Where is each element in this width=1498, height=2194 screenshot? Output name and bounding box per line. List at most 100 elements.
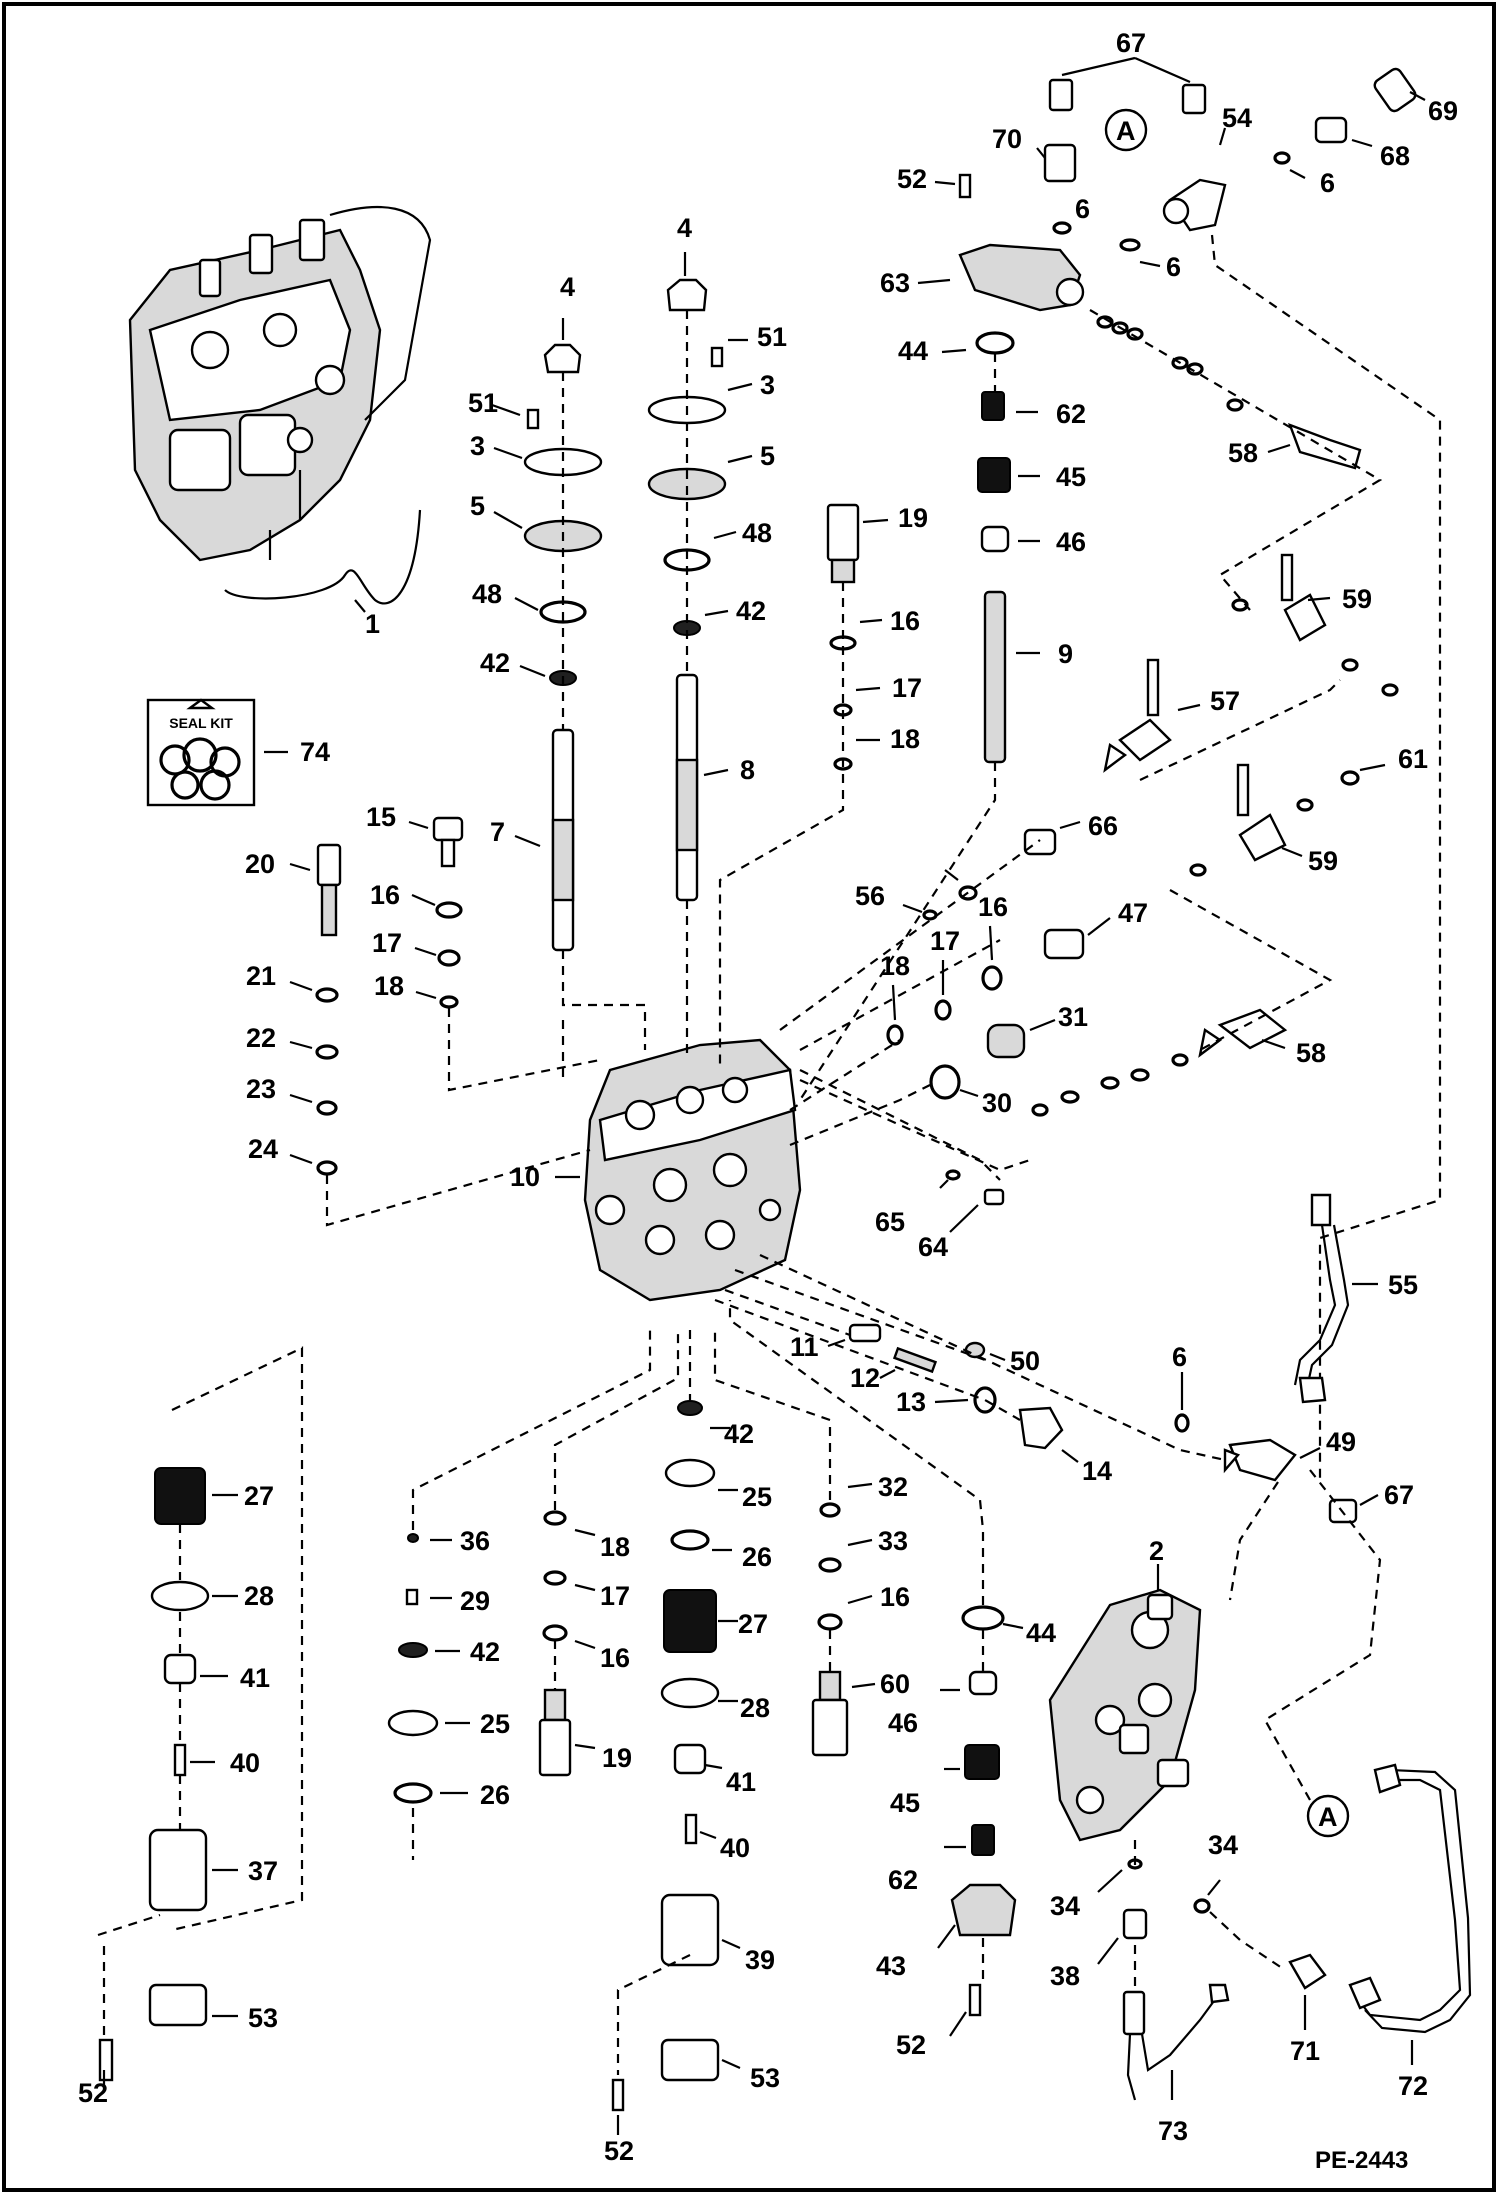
callout-6b: 6 — [1166, 252, 1181, 282]
callout-23: 23 — [246, 1074, 276, 1104]
connector-a-bottom-label: A — [1318, 1802, 1338, 1832]
callout-71: 71 — [1290, 2036, 1320, 2066]
center-spool-column — [647, 278, 727, 902]
bottom-column-d — [950, 1605, 1017, 2017]
tube-assembly-72 — [1288, 1763, 1472, 2034]
callout-51b: 51 — [757, 322, 787, 352]
callout-40a: 40 — [230, 1748, 260, 1778]
callout-42b: 42 — [736, 596, 766, 626]
top-cover-and-fittings — [958, 67, 1417, 312]
callout-18c: 18 — [374, 971, 404, 1001]
callout-32: 32 — [878, 1472, 908, 1502]
callout-17b: 17 — [930, 926, 960, 956]
callout-41a: 41 — [240, 1663, 270, 1693]
callout-5a: 5 — [470, 491, 485, 521]
callout-57: 57 — [1210, 686, 1240, 716]
callout-58a: 58 — [1228, 438, 1258, 468]
callout-27b: 27 — [738, 1609, 768, 1639]
callout-16e: 16 — [880, 1582, 910, 1612]
bottom-left-column — [98, 1467, 210, 2082]
callout-8: 8 — [740, 755, 755, 785]
callout-74: 74 — [300, 737, 330, 767]
callout-47: 47 — [1118, 898, 1148, 928]
callout-34b: 34 — [1208, 1830, 1238, 1860]
callout-36: 36 — [460, 1526, 490, 1556]
callout-37: 37 — [248, 1856, 278, 1886]
callout-43: 43 — [876, 1951, 906, 1981]
left-relief-column — [315, 816, 464, 1176]
callout-3b: 3 — [760, 370, 775, 400]
callout-72: 72 — [1398, 2071, 1428, 2101]
callout-28b: 28 — [740, 1693, 770, 1723]
callout-58b: 58 — [1296, 1038, 1326, 1068]
callout-46b: 46 — [888, 1708, 918, 1738]
callout-52c: 52 — [604, 2136, 634, 2166]
callout-7: 7 — [490, 817, 505, 847]
callout-10: 10 — [510, 1162, 540, 1192]
seal-kit-box: SEAL KIT — [146, 698, 256, 807]
callout-16a: 16 — [890, 606, 920, 636]
callout-33: 33 — [878, 1526, 908, 1556]
callout-44a: 44 — [898, 336, 928, 366]
callout-63: 63 — [880, 268, 910, 298]
callout-30: 30 — [982, 1088, 1012, 1118]
callout-50: 50 — [1010, 1346, 1040, 1376]
callout-44b: 44 — [1026, 1618, 1056, 1648]
callout-56: 56 — [855, 881, 885, 911]
right-fittings — [1031, 315, 1399, 1117]
tee-fitting-group — [1174, 1193, 1358, 1524]
callout-48b: 48 — [742, 518, 772, 548]
callout-1: 1 — [365, 609, 380, 639]
callout-4a: 4 — [560, 272, 575, 302]
callout-9: 9 — [1058, 639, 1073, 669]
callout-34a: 34 — [1050, 1891, 1080, 1921]
secondary-valve — [1048, 1588, 1202, 1842]
callout-45b: 45 — [890, 1788, 920, 1818]
callout-39: 39 — [745, 1945, 775, 1975]
bottom-center-column — [611, 1400, 720, 2112]
callout-17c: 17 — [372, 928, 402, 958]
callout-67a: 67 — [1116, 28, 1146, 58]
connector-a-top-label: A — [1116, 116, 1136, 146]
callout-42d: 42 — [724, 1419, 754, 1449]
callout-31: 31 — [1058, 1002, 1088, 1032]
callout-52b: 52 — [78, 2078, 108, 2108]
callout-15: 15 — [366, 802, 396, 832]
callout-38: 38 — [1050, 1961, 1080, 1991]
callout-45a: 45 — [1056, 462, 1086, 492]
callout-4b: 4 — [677, 213, 692, 243]
callout-61: 61 — [1398, 744, 1428, 774]
callout-19a: 19 — [898, 503, 928, 533]
callout-53a: 53 — [248, 2003, 278, 2033]
spring-spool-column — [975, 331, 1015, 764]
callout-26a: 26 — [480, 1780, 510, 1810]
callout-21: 21 — [246, 961, 276, 991]
bottom-column-c — [811, 1502, 849, 1757]
callout-60: 60 — [880, 1669, 910, 1699]
callout-67b: 67 — [1384, 1480, 1414, 1510]
callout-6c: 6 — [1320, 168, 1335, 198]
callout-70: 70 — [992, 124, 1022, 154]
callout-68: 68 — [1380, 141, 1410, 171]
callout-42c: 42 — [470, 1637, 500, 1667]
callout-55: 55 — [1388, 1270, 1418, 1300]
callout-52a: 52 — [897, 164, 927, 194]
side-fittings — [886, 828, 1085, 1206]
callout-59b: 59 — [1308, 846, 1338, 876]
callout-12: 12 — [850, 1363, 880, 1393]
callout-41b: 41 — [726, 1767, 756, 1797]
callout-51a: 51 — [468, 388, 498, 418]
callout-2: 2 — [1149, 1536, 1164, 1566]
callout-18d: 18 — [600, 1532, 630, 1562]
callout-25a: 25 — [480, 1709, 510, 1739]
callout-48a: 48 — [472, 579, 502, 609]
callout-22: 22 — [246, 1023, 276, 1053]
callout-40b: 40 — [720, 1833, 750, 1863]
callout-42a: 42 — [480, 648, 510, 678]
callout-3a: 3 — [470, 431, 485, 461]
callout-6d: 6 — [1172, 1342, 1187, 1372]
callout-28a: 28 — [244, 1581, 274, 1611]
callout-13: 13 — [896, 1387, 926, 1417]
callout-11: 11 — [790, 1332, 819, 1362]
